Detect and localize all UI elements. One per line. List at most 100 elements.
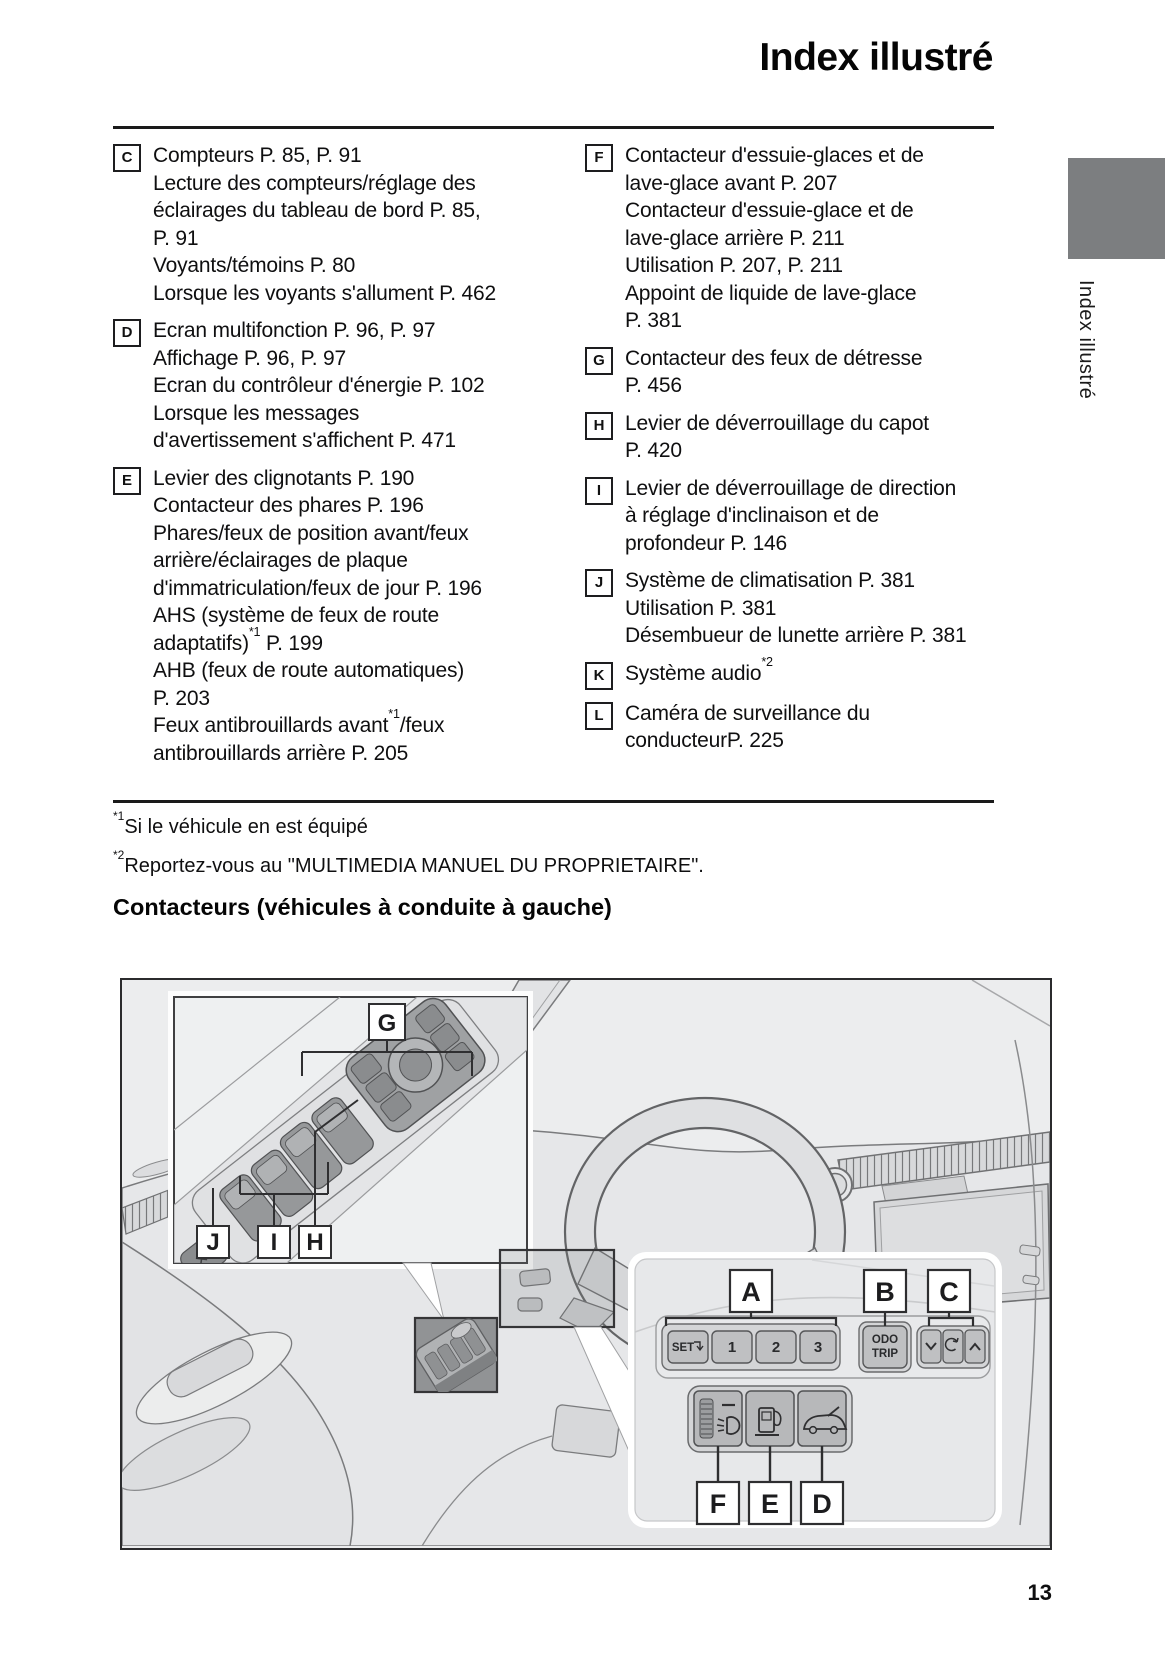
dashboard-illustration-svg: G J I H bbox=[122, 980, 1050, 1546]
tailgate-icon bbox=[802, 1406, 848, 1435]
callout-letter-d: D bbox=[812, 1489, 832, 1519]
door-switch-location-content bbox=[415, 1318, 497, 1392]
section-heading: Contacteurs (véhicules à conduite à gauc… bbox=[113, 894, 612, 920]
right-door-switch bbox=[1022, 1274, 1040, 1286]
callout-box-c bbox=[926, 1268, 972, 1314]
fuel-door-icon bbox=[755, 1407, 782, 1436]
door-trim-line bbox=[174, 997, 341, 1131]
footnote-text: Si le véhicule en est équipé bbox=[124, 816, 368, 838]
page-title: Index illustré bbox=[759, 36, 993, 79]
callout-box-e bbox=[747, 1480, 793, 1526]
column-switch-lower bbox=[517, 1297, 543, 1312]
page-number: 13 bbox=[1027, 1580, 1052, 1605]
chapter-tab-label: Index illustré bbox=[1075, 280, 1097, 400]
seat-memory-1-button bbox=[711, 1330, 753, 1364]
preset-1-label: 1 bbox=[728, 1339, 736, 1356]
callout-box-f bbox=[695, 1480, 741, 1526]
footnote-2: *2Reportez-vous au "MULTIMEDIA MANUEL DU… bbox=[113, 849, 704, 878]
callout-box-d bbox=[799, 1480, 845, 1526]
callout-letter-h: H bbox=[306, 1229, 323, 1256]
trip-label: TRIP bbox=[872, 1348, 899, 1360]
window-switch-cap1 bbox=[285, 1127, 317, 1157]
index-key-box: F bbox=[585, 144, 613, 172]
column-highlight-box bbox=[498, 1248, 616, 1329]
footnote-divider bbox=[113, 800, 994, 803]
door-handle bbox=[166, 1338, 254, 1398]
footnote-marker: *2 bbox=[113, 847, 125, 862]
right-door-handle bbox=[1019, 1244, 1041, 1257]
index-key-box: K bbox=[585, 661, 613, 690]
mirror-select-right-button bbox=[365, 1072, 397, 1103]
tailgate-release-button bbox=[797, 1390, 847, 1447]
display-toggle-icon bbox=[944, 1337, 959, 1352]
callout-letter-c: C bbox=[939, 1277, 959, 1307]
index-key-box: I bbox=[585, 476, 613, 505]
mirror-select-left-button bbox=[350, 1053, 382, 1084]
door-inset-content: G J I H bbox=[174, 997, 527, 1263]
callout-letter-e: E bbox=[761, 1489, 779, 1519]
seat-memory-2-button bbox=[755, 1330, 797, 1364]
kick-panel-line bbox=[421, 1435, 553, 1546]
footnote-text: Reportez-vous au "MULTIMEDIA MANUEL DU P… bbox=[124, 855, 704, 877]
callout-line-h bbox=[314, 1099, 359, 1226]
display-up-button bbox=[964, 1329, 986, 1364]
mirror-fold-button bbox=[380, 1091, 412, 1122]
preset-2-label: 2 bbox=[772, 1339, 780, 1356]
column-switch-upper bbox=[519, 1268, 551, 1287]
callout-box-a bbox=[728, 1268, 774, 1314]
callout-letter-j: J bbox=[206, 1229, 219, 1256]
callout-box-h bbox=[298, 1225, 332, 1259]
callout-box-b bbox=[862, 1268, 908, 1314]
mirror-button-r3 bbox=[444, 1042, 475, 1072]
mirror-button-r2 bbox=[430, 1023, 460, 1053]
callout-letter-f: F bbox=[710, 1489, 727, 1519]
console-box bbox=[551, 1404, 621, 1458]
set-return-icon bbox=[694, 1341, 704, 1352]
title-divider bbox=[113, 126, 994, 129]
odo-trip-button bbox=[862, 1325, 908, 1369]
footnote-marker: *1 bbox=[113, 808, 125, 823]
door-pull bbox=[122, 1417, 251, 1491]
callout-letter-b: B bbox=[875, 1277, 895, 1307]
index-key-box: G bbox=[585, 346, 613, 375]
window-switch-cap4 bbox=[256, 1155, 288, 1185]
callout-letter-i: I bbox=[271, 1229, 278, 1256]
chevron-up-icon bbox=[969, 1342, 981, 1351]
seat-memory-3-button bbox=[799, 1330, 837, 1364]
magnifier-wedge-door bbox=[402, 1262, 445, 1321]
index-key-box: E bbox=[113, 466, 141, 495]
odo-label: ODO bbox=[872, 1334, 898, 1346]
set-button-label: SET bbox=[672, 1342, 694, 1354]
index-key-box: H bbox=[585, 411, 613, 440]
column-highlight-shade bbox=[500, 1250, 614, 1327]
callout-box-i bbox=[257, 1225, 291, 1259]
headlight-leveling-icon bbox=[699, 1398, 741, 1439]
door-inset-halo bbox=[168, 991, 533, 1269]
dashboard-illustration: G J I H bbox=[120, 978, 1052, 1550]
callout-box-g bbox=[368, 1003, 406, 1041]
fuel-door-button bbox=[745, 1390, 795, 1447]
preset-3-label: 3 bbox=[814, 1339, 822, 1356]
index-key-box: L bbox=[585, 701, 613, 730]
callout-bracket-g bbox=[301, 1040, 473, 1076]
callout-letter-a: A bbox=[741, 1277, 761, 1307]
footnote-1: *1Si le véhicule en est équipé bbox=[113, 810, 368, 839]
